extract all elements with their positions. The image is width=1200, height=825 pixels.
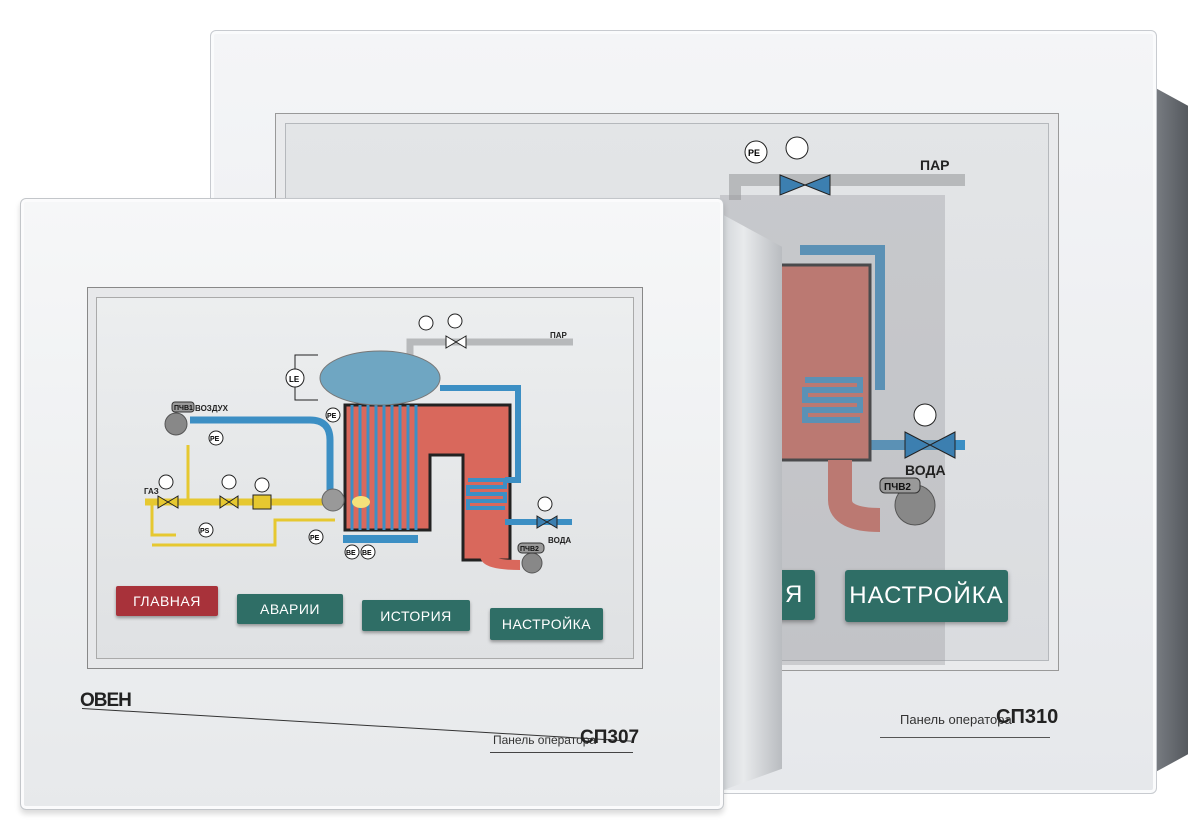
- button-label: НАСТРОЙКА: [501, 616, 592, 632]
- svg-text:ПАР: ПАР: [920, 157, 950, 173]
- burner-icon: [321, 488, 345, 512]
- svg-text:PE: PE: [210, 436, 220, 443]
- back-button-settings[interactable]: НАСТРОЙКА: [845, 570, 1008, 622]
- front-caption: Панель оператора: [493, 733, 597, 747]
- svg-text:ВОДА: ВОДА: [548, 536, 571, 545]
- front-model-underline: [490, 752, 633, 753]
- back-divider: [880, 737, 1050, 738]
- front-model: СП307: [580, 727, 640, 748]
- button-settings[interactable]: НАСТРОЙКА: [490, 608, 603, 640]
- furnace-shape: [343, 403, 512, 562]
- button-alarms[interactable]: АВАРИИ: [237, 594, 343, 624]
- brand-logo: ОВЕН: [80, 690, 132, 711]
- button-label: АВАРИИ: [259, 601, 320, 617]
- steam-drum: [319, 350, 441, 406]
- svg-text:ВОДА: ВОДА: [905, 462, 946, 478]
- button-main[interactable]: ГЛАВНАЯ: [116, 586, 218, 616]
- pressure-sensor-icon: [744, 140, 768, 164]
- svg-text:PE: PE: [327, 413, 337, 420]
- button-label: ИСТОРИЯ: [380, 607, 452, 624]
- svg-text:BE: BE: [346, 550, 356, 557]
- svg-text:PS: PS: [200, 528, 210, 535]
- back-button-label: НАСТРОЙКА: [849, 582, 1004, 609]
- svg-text:ПЧВ2: ПЧВ2: [884, 482, 911, 493]
- svg-text:ГАЗ: ГАЗ: [144, 487, 159, 496]
- svg-text:PE: PE: [748, 148, 760, 158]
- button-history[interactable]: ИСТОРИЯ: [362, 600, 470, 631]
- button-label: ГЛАВНАЯ: [133, 593, 201, 609]
- front-panel-side: [718, 212, 782, 792]
- svg-text:ВОЗДУХ: ВОЗДУХ: [195, 404, 229, 413]
- svg-text:ПЧВ2: ПЧВ2: [520, 546, 539, 553]
- actuator-icon: [785, 136, 809, 160]
- back-model: СП310: [996, 706, 1059, 728]
- back-caption: Панель оператора: [900, 712, 1012, 727]
- svg-text:PE: PE: [310, 535, 320, 542]
- steam-valve-icon: [779, 174, 831, 196]
- svg-text:BE: BE: [362, 550, 372, 557]
- svg-text:LE: LE: [289, 375, 300, 384]
- svg-text:ПАР: ПАР: [550, 331, 568, 340]
- svg-text:ПЧВ1: ПЧВ1: [174, 405, 193, 412]
